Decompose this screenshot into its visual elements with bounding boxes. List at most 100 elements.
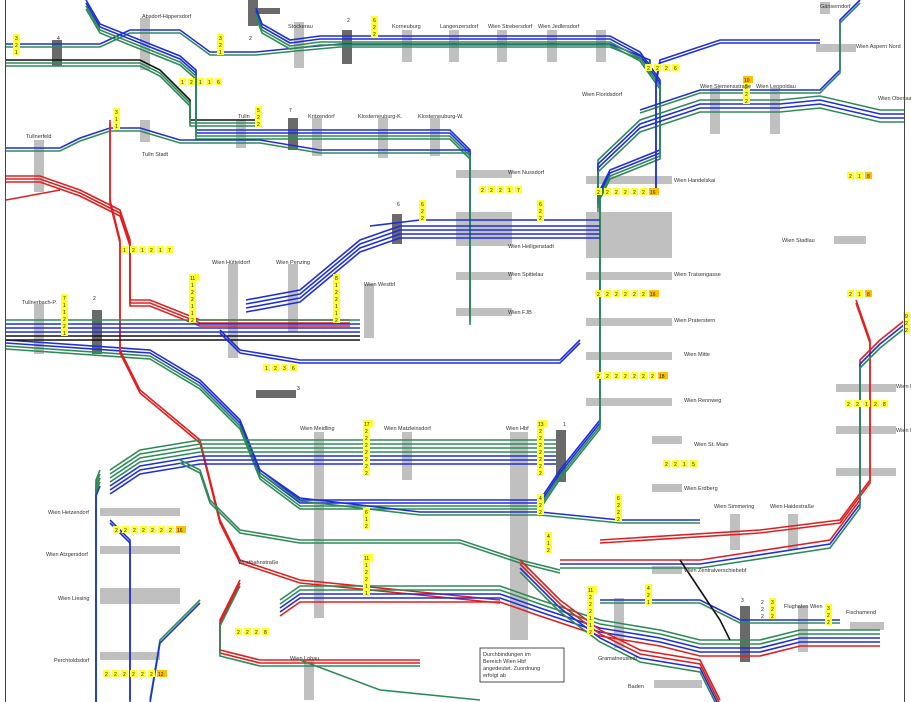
badge-value: 2 <box>771 614 774 620</box>
platform-block <box>836 468 896 476</box>
badge-value: 2 <box>124 528 127 534</box>
badge-value: 2 <box>847 402 850 408</box>
track-line <box>6 182 350 326</box>
track-count-badge: 222222218 <box>595 372 668 380</box>
badge-value: 2 <box>365 471 368 477</box>
track-count-badge: 8 <box>865 290 872 298</box>
badge-value: 2 <box>606 374 609 380</box>
badge-value: 5 <box>692 462 695 468</box>
track-count-badge: 22222216 <box>595 290 659 298</box>
badge-value: 1 <box>208 80 211 86</box>
platform-block <box>652 436 682 444</box>
badge-value: 18 <box>659 374 665 380</box>
track-line <box>110 464 556 494</box>
track-count-badge: 321 <box>13 34 20 56</box>
badge-value: 2 <box>745 99 748 105</box>
badge-value: 8 <box>867 174 870 180</box>
station-label: Tullnerbach-P. <box>22 300 57 306</box>
station-label: Wien Simmering <box>714 504 754 510</box>
badge-value: 4 <box>57 36 60 42</box>
platform-block <box>836 384 896 392</box>
station-label: Gänserndorf <box>820 4 851 10</box>
track-count-badge: 6 <box>395 200 402 208</box>
station-label: Wien St. Marx <box>694 442 729 448</box>
platform-block <box>456 308 512 316</box>
station-label: Wien Stadlau <box>782 238 815 244</box>
badge-value: 2 <box>624 374 627 380</box>
badge-value: 2 <box>849 174 852 180</box>
station-label: Wien Liesing <box>58 596 90 602</box>
platform-block <box>449 30 459 62</box>
badge-value: 2 <box>905 328 908 334</box>
badge-value: 1 <box>683 462 686 468</box>
station-label: Langenzersdorf <box>440 24 479 30</box>
badge-value: 2 <box>761 600 764 606</box>
track-line <box>260 473 700 523</box>
track-count-badge: 1 <box>561 420 568 428</box>
badge-value: 2 <box>597 190 600 196</box>
platform-block <box>547 30 557 62</box>
platform-block <box>740 606 750 662</box>
station-label: Baden <box>628 684 644 690</box>
track-count-badge: 622 <box>419 200 426 222</box>
track-count-badge: 121217 <box>121 246 173 254</box>
station-label: Tulln Stadt <box>142 152 169 158</box>
station-label: Wien Westbf <box>364 282 396 288</box>
badge-value: 2 <box>539 510 542 516</box>
badge-value: 2 <box>633 190 636 196</box>
platform-block <box>834 236 866 244</box>
station-label: Wien Kaiserebersdorf <box>896 384 911 390</box>
badge-value: 6 <box>217 80 220 86</box>
platform-block <box>710 88 720 134</box>
badge-value: 2 <box>761 607 764 613</box>
badge-value: 7 <box>168 248 171 254</box>
track-count-badge: 612 <box>363 508 370 530</box>
station-label: Wien Atzgersdorf <box>46 552 88 558</box>
badge-value: 2 <box>150 248 153 254</box>
badge-value: 8 <box>264 630 267 636</box>
badge-value: 2 <box>169 528 172 534</box>
badge-value: 1 <box>265 366 268 372</box>
track-count-badge: 322 <box>825 604 832 626</box>
badge-value: 1 <box>858 292 861 298</box>
badge-value: 2 <box>597 292 600 298</box>
badge-value: 2 <box>651 374 654 380</box>
badge-value: 1 <box>508 188 511 194</box>
station-label: Wien Meidling <box>300 426 335 432</box>
platform-block <box>836 426 896 434</box>
track-count-badge: 412 <box>545 532 552 554</box>
badge-value: 3 <box>741 598 744 604</box>
badge-value: 1 <box>115 124 118 130</box>
platform-block <box>586 352 672 360</box>
track-line <box>246 230 600 304</box>
track-line <box>96 486 100 702</box>
station-label: Wien Floridsdorf <box>582 92 623 98</box>
platform-block <box>258 8 280 14</box>
track-count-badge: 8122112 <box>333 274 340 324</box>
track-count-badge: 222 <box>759 598 766 620</box>
badge-value: 2 <box>642 190 645 196</box>
station-label: Wien Siemensstraße <box>700 84 751 90</box>
track-count-badge: 2 <box>345 16 352 24</box>
badge-value: 1 <box>181 80 184 86</box>
station-label: Tullnerfeld <box>26 134 51 140</box>
station-label: Wien Matzleinsdorf <box>384 426 431 432</box>
station-label: Korneuburg <box>392 24 421 30</box>
platform-block <box>770 88 780 134</box>
platform-block <box>402 30 412 62</box>
platform-block <box>456 170 512 178</box>
note-text-line: Durchbindungen im <box>483 652 531 658</box>
platform-block <box>456 272 512 280</box>
note-text-line: angedeutet. Zuordnung <box>483 666 540 672</box>
badge-value: 2 <box>132 248 135 254</box>
badge-value: 2 <box>373 32 376 38</box>
badge-value: 2 <box>642 374 645 380</box>
badge-value: 2 <box>499 188 502 194</box>
station-label: Wien Handelskai <box>674 178 715 184</box>
track-count-badge: 2 <box>91 294 98 302</box>
station-label: Wien Leopoldau <box>756 84 796 90</box>
badge-value: 8 <box>883 402 886 408</box>
station-label: Kritzendorf <box>308 114 335 120</box>
badge-value: 1 <box>159 248 162 254</box>
badge-value: 2 <box>191 318 194 324</box>
